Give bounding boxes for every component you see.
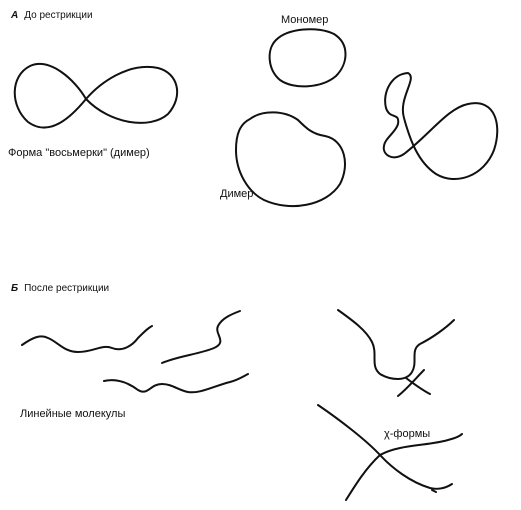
- linear-molecule-3: [104, 374, 248, 392]
- monomer-ring: [270, 29, 346, 86]
- linear-molecule-1: [22, 326, 152, 352]
- dimer-ring: [236, 112, 345, 206]
- chi-form-strand-1: [318, 405, 452, 489]
- figure-eight-molecule: [15, 64, 177, 128]
- linear-molecule-2: [162, 311, 240, 363]
- twisted-figure-eight-molecule: [384, 73, 498, 179]
- ink-speck: [432, 490, 436, 492]
- chi-form-strand-2: [346, 434, 462, 500]
- linear-molecule-4: [338, 310, 454, 379]
